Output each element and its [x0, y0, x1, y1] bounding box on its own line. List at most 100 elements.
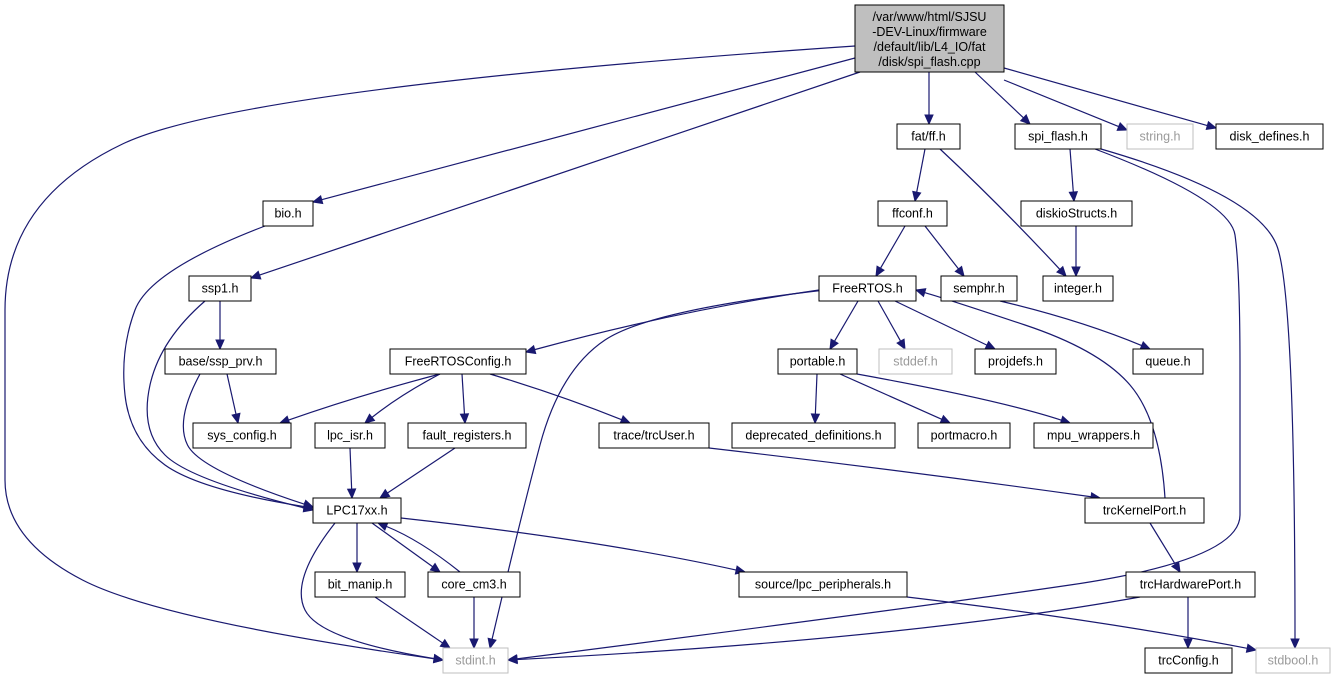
edge-line	[708, 447, 1092, 498]
node-portable[interactable]: portable.h	[777, 348, 858, 375]
node-trc-user[interactable]: trace/trcUser.h	[598, 422, 710, 449]
root-file-node[interactable]: /var/www/html/SJSU -DEV-Linux/firmware /…	[854, 4, 1005, 73]
node-label: ffconf.h	[892, 207, 933, 221]
edge-fatff-to-integer	[939, 148, 1067, 277]
node-freertos[interactable]: FreeRTOS.h	[818, 275, 917, 302]
node-lpc-peripherals[interactable]: source/lpc_peripherals.h	[738, 571, 908, 598]
node-label: string.h	[1140, 130, 1181, 144]
node-label: disk_defines.h	[1230, 130, 1310, 144]
edge-trchw-to-trcconfig	[1183, 597, 1193, 650]
node-spi-flash-h[interactable]: spi_flash.h	[1014, 123, 1102, 150]
node-label: diskioStructs.h	[1036, 207, 1117, 221]
edge-line	[1003, 79, 1119, 128]
node-label: trcKernelPort.h	[1103, 504, 1186, 518]
edge-line	[1100, 148, 1296, 640]
edge-corecm3-to-stdint	[469, 597, 479, 650]
arrowhead-icon	[896, 338, 906, 351]
node-lpc17xx[interactable]: LPC17xx.h	[312, 497, 402, 524]
node-queue[interactable]: queue.h	[1132, 348, 1204, 375]
edge-freertos-to-portable	[829, 300, 859, 351]
arrowhead-icon	[1019, 114, 1031, 125]
node-string[interactable]: string.h	[1126, 123, 1194, 150]
edge-line	[387, 447, 456, 494]
node-fat-ff[interactable]: fat/ff.h	[896, 123, 961, 150]
node-semphr[interactable]: semphr.h	[940, 275, 1018, 302]
edge-frconfig-to-faultreg	[459, 373, 470, 425]
edge-trckernel-to-freertos	[914, 288, 1166, 499]
edge-spiflash-to-stdbool	[1100, 148, 1300, 650]
node-ssp1[interactable]: ssp1.h	[188, 275, 252, 302]
node-bio[interactable]: bio.h	[262, 200, 314, 227]
edge-trcuser-to-trckernel	[708, 447, 1102, 502]
edge-line	[4, 45, 856, 660]
edge-line	[371, 373, 441, 418]
edge-line	[374, 596, 443, 644]
node-label: source/lpc_peripherals.h	[755, 578, 891, 592]
edge-lpc17xx-to-corecm3	[371, 522, 441, 573]
arrowhead-icon	[924, 114, 934, 126]
arrowhead-icon	[378, 488, 391, 499]
node-stddef[interactable]: stddef.h	[878, 348, 953, 375]
edge-line	[321, 57, 856, 201]
edge-line	[259, 71, 861, 276]
arrowhead-icon	[1068, 191, 1079, 203]
node-lpc-isr[interactable]: lpc_isr.h	[314, 422, 386, 449]
edge-line	[1069, 148, 1074, 193]
node-portmacro[interactable]: portmacro.h	[917, 422, 1011, 449]
node-diskio-structs[interactable]: diskioStructs.h	[1020, 200, 1133, 227]
edge-line	[894, 300, 988, 346]
node-fault-registers[interactable]: fault_registers.h	[407, 422, 527, 449]
edge-freertos-to-projdefs	[894, 300, 997, 350]
node-trc-kernel-port[interactable]: trcKernelPort.h	[1084, 497, 1205, 524]
arrowhead-icon	[954, 265, 965, 277]
edge-line	[1003, 67, 1208, 127]
node-bit-manip[interactable]: bit_manip.h	[314, 571, 406, 598]
node-trc-config[interactable]: trcConfig.h	[1144, 647, 1233, 674]
node-label: stdint.h	[455, 654, 495, 668]
arrowhead-icon	[1116, 122, 1129, 131]
edge-diskio-to-integer	[1071, 226, 1081, 278]
edge-line	[489, 373, 622, 421]
node-ffconf[interactable]: ffconf.h	[877, 200, 948, 227]
node-label: LPC17xx.h	[326, 504, 387, 518]
node-label: trcConfig.h	[1158, 654, 1218, 668]
edge-trchw-to-stdint	[506, 596, 1141, 665]
node-ssp-prv[interactable]: base/ssp_prv.h	[164, 348, 277, 375]
node-label: bit_manip.h	[328, 578, 393, 592]
node-sys-config[interactable]: sys_config.h	[192, 422, 292, 449]
arrowhead-icon	[487, 637, 497, 650]
node-trc-hardware-port[interactable]: trcHardwarePort.h	[1125, 571, 1256, 598]
node-label: ssp1.h	[202, 282, 239, 296]
node-core-cm3[interactable]: core_cm3.h	[427, 571, 521, 598]
edge-line	[491, 289, 826, 640]
node-projdefs[interactable]: projdefs.h	[974, 348, 1057, 375]
node-stdint[interactable]: stdint.h	[442, 647, 509, 674]
edge-root-to-ssp1	[249, 71, 861, 280]
arrowhead-icon	[1170, 561, 1181, 574]
node-freertos-config[interactable]: FreeRTOSConfig.h	[389, 348, 527, 375]
arrowhead-icon	[311, 194, 324, 205]
arrowhead-icon	[912, 190, 922, 203]
node-deprecated-definitions[interactable]: deprecated_definitions.h	[731, 422, 896, 449]
arrowhead-icon	[429, 562, 441, 573]
edge-line	[939, 148, 1061, 270]
arrowhead-icon	[875, 265, 885, 278]
edge-frconfig-to-lpcisr	[364, 373, 441, 424]
root-file-label-line: /default/lib/L4_IO/fat	[874, 40, 986, 54]
arrowhead-icon	[439, 638, 452, 649]
edge-lpcisr-to-lpc17xx	[346, 447, 357, 500]
node-mpu-wrappers[interactable]: mpu_wrappers.h	[1033, 422, 1154, 449]
node-disk-defines[interactable]: disk_defines.h	[1215, 123, 1324, 150]
arrowhead-icon	[1071, 266, 1081, 278]
arrowhead-icon	[984, 340, 997, 350]
node-integer[interactable]: integer.h	[1042, 275, 1114, 302]
arrowhead-icon	[1205, 120, 1218, 131]
node-label: integer.h	[1054, 282, 1102, 296]
node-stdbool[interactable]: stdbool.h	[1255, 647, 1331, 674]
node-label: trace/trcUser.h	[613, 429, 694, 443]
arrowhead-icon	[1290, 638, 1300, 650]
edge-ssp1-to-lpc17xx	[146, 300, 315, 513]
node-label: stddef.h	[893, 355, 938, 369]
node-label: stdbool.h	[1268, 654, 1319, 668]
edge-line	[999, 300, 1142, 347]
